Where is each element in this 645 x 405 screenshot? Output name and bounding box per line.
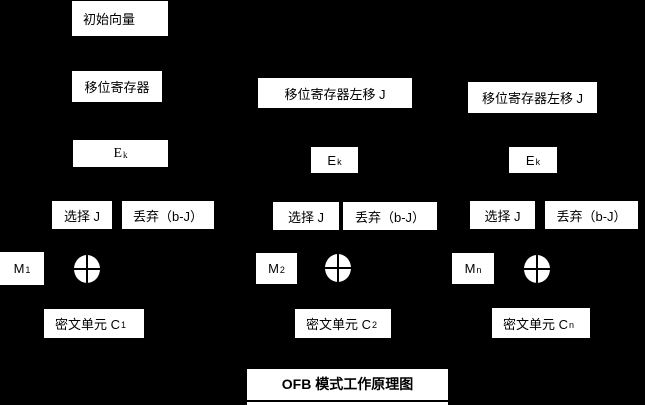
xor-icon bbox=[524, 255, 550, 283]
message-label-3: M bbox=[464, 261, 476, 276]
title-underline bbox=[247, 400, 448, 402]
cipher-unit-sub-3: n bbox=[569, 319, 575, 330]
cipher-unit-sub-2: 2 bbox=[372, 320, 378, 330]
message-label-1: M bbox=[13, 261, 25, 276]
select-j-box-3: 选择 J bbox=[470, 201, 535, 229]
encrypt-label-2: E bbox=[327, 152, 337, 168]
select-j-label-2: 选择 J bbox=[287, 209, 325, 225]
cipher-unit-sub-1: 1 bbox=[121, 320, 127, 330]
cipher-unit-label-2: 密文单元 C bbox=[306, 317, 372, 332]
shift-register-box-2: 移位寄存器左移 J bbox=[258, 78, 412, 108]
shift-register-label-1: 移位寄存器 bbox=[84, 80, 150, 95]
encrypt-label-1: E bbox=[113, 145, 123, 161]
discard-box-3: 丢弃（b-J） bbox=[545, 201, 638, 229]
encrypt-sub-3: k bbox=[535, 156, 541, 167]
discard-box-2: 丢弃（b-J） bbox=[343, 202, 437, 230]
select-j-box-1: 选择 J bbox=[52, 201, 112, 229]
xor-icon bbox=[74, 255, 100, 283]
message-sub-1: 1 bbox=[25, 265, 31, 275]
shift-register-label-3: 移位寄存器左移 J bbox=[481, 91, 584, 106]
cipher-unit-label-3: 密文单元 C bbox=[503, 316, 569, 332]
discard-label-3: 丢弃（b-J） bbox=[556, 208, 627, 224]
cipher-unit-label-1: 密文单元 C bbox=[55, 317, 121, 332]
initial-vector-box: 初始向量 bbox=[72, 1, 168, 36]
discard-box-1: 丢弃（b-J） bbox=[122, 201, 214, 229]
message-sub-2: 2 bbox=[279, 265, 285, 275]
select-j-box-2: 选择 J bbox=[273, 202, 339, 230]
discard-label-2: 丢弃（b-J） bbox=[354, 209, 426, 225]
encrypt-label-3: E bbox=[525, 152, 535, 168]
encrypt-sub-2: k bbox=[337, 156, 342, 167]
encrypt-sub-1: k bbox=[123, 150, 128, 160]
initial-vector-label: 初始向量 bbox=[83, 12, 136, 27]
select-j-label-1: 选择 J bbox=[63, 208, 101, 224]
shift-register-box-1: 移位寄存器 bbox=[72, 71, 162, 102]
discard-label-1: 丢弃（b-J） bbox=[132, 208, 204, 224]
xor-icon bbox=[325, 254, 351, 282]
diagram-title: OFB 模式工作原理图 bbox=[281, 375, 414, 392]
shift-register-label-2: 移位寄存器左移 J bbox=[284, 86, 386, 102]
message-sub-3: n bbox=[476, 265, 482, 275]
message-label-2: M bbox=[268, 261, 279, 276]
diagram-title-box: OFB 模式工作原理图 bbox=[247, 369, 448, 405]
select-j-label-3: 选择 J bbox=[484, 208, 521, 224]
shift-register-box-3: 移位寄存器左移 J bbox=[468, 82, 597, 113]
